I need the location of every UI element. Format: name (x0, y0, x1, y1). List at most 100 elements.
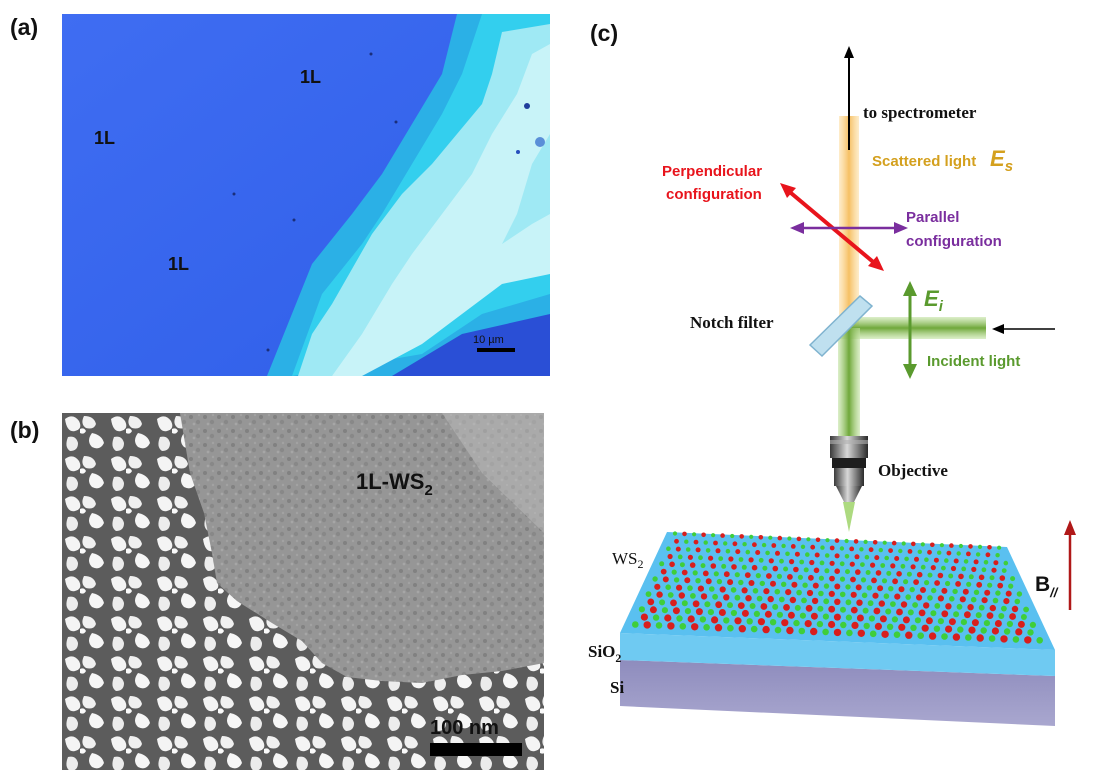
s-atom (708, 555, 714, 561)
s-atom (1011, 605, 1019, 613)
s-atom (748, 580, 755, 586)
w-atom (912, 602, 918, 608)
s-atom (777, 535, 783, 541)
w-atom (1001, 605, 1007, 612)
w-atom (997, 545, 1002, 550)
s-atom (670, 599, 677, 607)
w-atom (961, 566, 967, 572)
s-atom (857, 629, 865, 637)
w-atom (861, 592, 868, 599)
w-atom (750, 625, 758, 633)
w-atom (1001, 568, 1007, 573)
focused-beam (843, 502, 855, 532)
s-atom (748, 557, 754, 563)
w-atom (730, 587, 737, 593)
s-atom (738, 625, 746, 633)
s-atom (790, 544, 796, 549)
s-atom (664, 614, 672, 622)
s-atom (732, 541, 738, 547)
s-atom (854, 554, 860, 560)
s-atom (814, 552, 820, 558)
s-atom (964, 611, 971, 619)
s-atom (941, 610, 949, 618)
w-atom (799, 559, 805, 565)
s-atom (689, 562, 696, 568)
w-atom (975, 552, 981, 557)
w-atom (759, 580, 765, 587)
s-atom (1015, 628, 1023, 636)
w-atom (677, 554, 683, 560)
s-atom (789, 559, 795, 565)
w-atom (995, 553, 1000, 558)
w-atom (968, 574, 974, 580)
s-atom (804, 620, 812, 628)
w-atom (707, 609, 714, 616)
s-atom (934, 580, 940, 586)
w-atom (802, 582, 808, 588)
s-atom (834, 538, 840, 543)
w-atom (684, 608, 691, 615)
s-atom (656, 591, 663, 598)
s-atom (667, 553, 673, 560)
s-atom (796, 536, 802, 542)
w-atom (723, 541, 728, 546)
s-atom (672, 607, 680, 615)
w-atom (659, 599, 666, 606)
w-atom (941, 565, 946, 571)
w-atom (772, 603, 779, 610)
w-atom (903, 579, 909, 585)
s-atom (728, 556, 734, 562)
objective-label: Objective (878, 461, 948, 480)
w-atom (860, 562, 865, 567)
s-atom (763, 588, 770, 595)
s-atom (910, 564, 916, 570)
w-atom (745, 549, 751, 555)
w-atom (1016, 591, 1023, 597)
s-atom (711, 616, 719, 624)
w-atom (952, 588, 958, 595)
w-atom (956, 551, 961, 556)
w-atom (684, 539, 689, 544)
s-atom (872, 592, 879, 599)
w-atom (880, 563, 886, 568)
w-atom (794, 604, 801, 611)
w-atom (914, 617, 921, 624)
s-atom (834, 568, 840, 574)
parallel-label-line2: configuration (906, 233, 1002, 250)
s-atom (958, 573, 964, 580)
s-atom (856, 614, 864, 622)
w-atom (798, 627, 806, 635)
s-atom (760, 603, 768, 610)
w-atom (983, 560, 989, 565)
s-atom (764, 610, 772, 618)
s-atom (874, 622, 882, 631)
w-atom (655, 622, 663, 629)
w-atom (957, 626, 964, 633)
s-atom (834, 553, 840, 559)
w-atom (781, 581, 787, 587)
s-atom (900, 601, 908, 608)
w-atom (738, 557, 744, 562)
w-atom (746, 618, 753, 625)
s-atom (691, 623, 699, 631)
s-atom (976, 634, 984, 642)
w-atom (805, 552, 810, 557)
s-atom (849, 561, 855, 567)
w-atom (977, 544, 983, 550)
s-atom (856, 599, 863, 606)
w-atom (709, 586, 715, 592)
w-atom (881, 578, 888, 584)
w-atom (906, 571, 912, 577)
s-atom (811, 597, 819, 605)
s-atom (834, 598, 841, 605)
w-atom (673, 577, 680, 583)
w-atom (787, 536, 792, 541)
w-atom (818, 575, 824, 581)
w-atom (825, 538, 830, 543)
s-atom (713, 540, 718, 546)
w-atom (703, 624, 710, 631)
w-atom (862, 607, 869, 614)
s-atom (916, 571, 923, 578)
s-atom (993, 560, 999, 566)
w-atom (765, 550, 770, 556)
